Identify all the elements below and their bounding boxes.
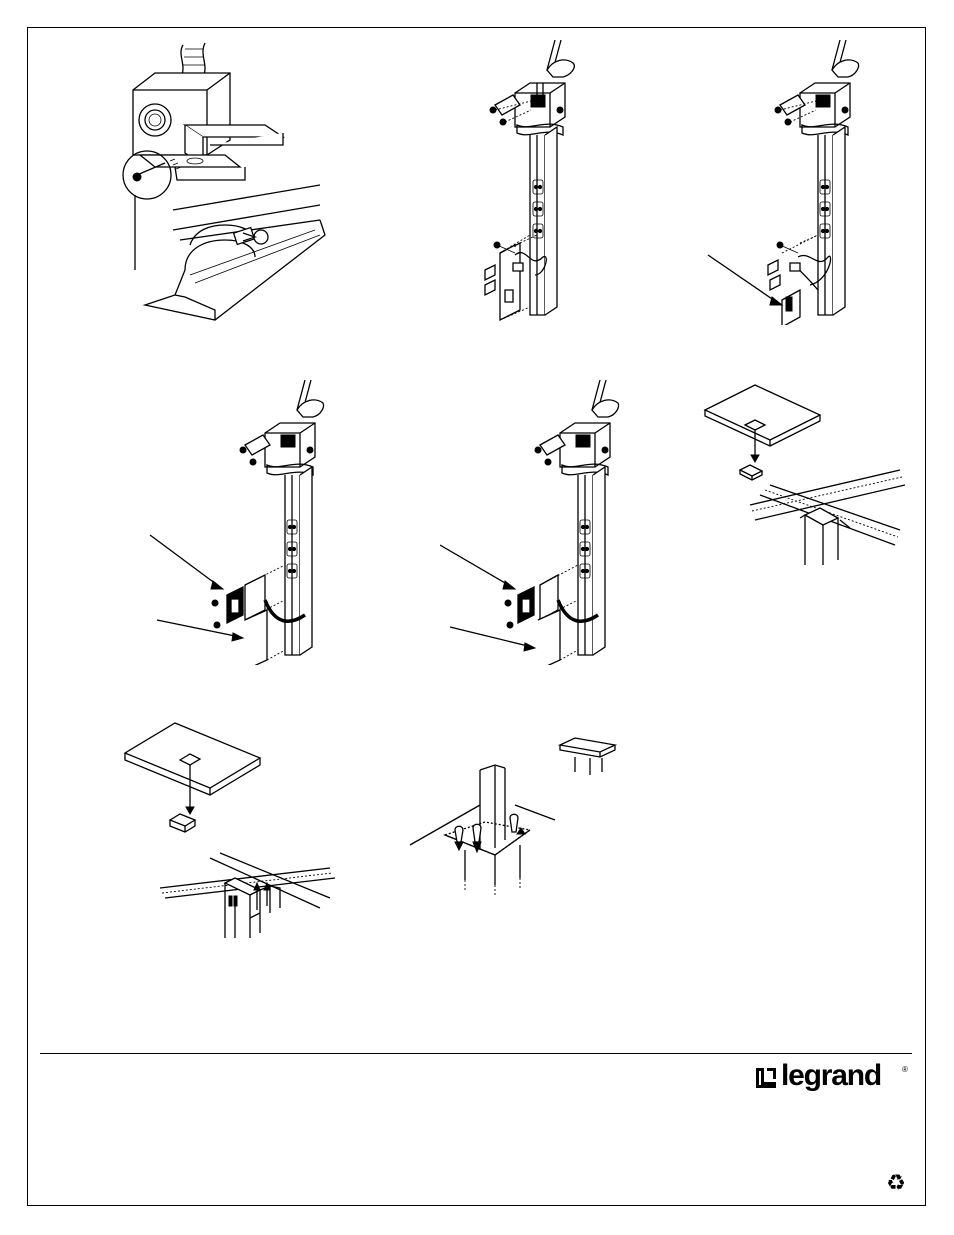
- recycle-icon: ♻: [883, 1170, 909, 1196]
- figure-pole-bottom-device: [700, 35, 860, 325]
- figure-ceiling-trim-plate: [120, 718, 345, 943]
- figure-pole-data-plate: [145, 375, 345, 665]
- figure-ceiling-tile-cutout: [700, 380, 915, 575]
- brand-logo: legrand ®: [754, 1062, 914, 1102]
- figure-pole-data-plate-alt: [440, 375, 640, 665]
- footer-rule: [40, 1053, 912, 1054]
- legrand-mark-icon: [754, 1066, 778, 1090]
- figure-floor-foot-plate: [405, 730, 630, 900]
- figure-pole-top-feed: [475, 35, 595, 325]
- brand-name: legrand: [781, 1059, 881, 1093]
- registered-mark: ®: [902, 1065, 908, 1074]
- figure-junction-box-bracket: [115, 35, 330, 325]
